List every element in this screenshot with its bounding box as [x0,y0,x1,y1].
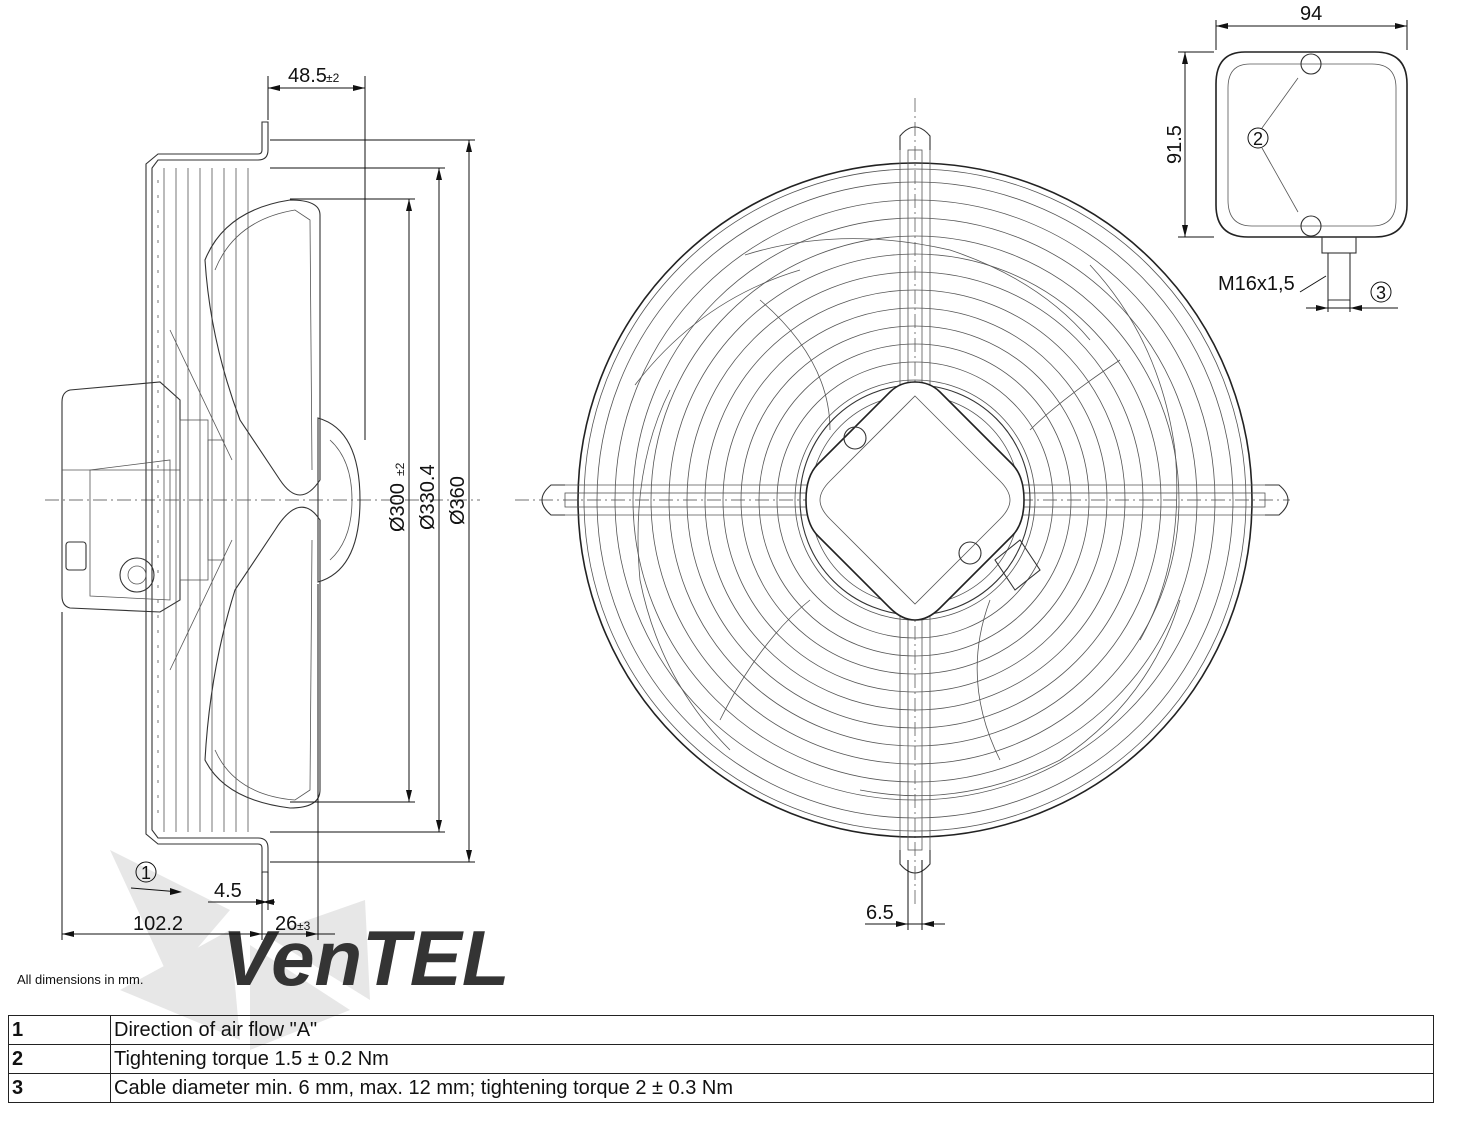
motor-hub [799,381,1041,621]
side-blades [204,199,361,809]
legend-number: 1 [8,1015,111,1045]
legend-row: 1 Direction of air flow "A" [8,1015,1434,1045]
front-terminal-box [805,381,1025,621]
dim-diam-300-tol: ±2 [393,462,407,476]
legend-row: 3 Cable diameter min. 6 mm, max. 12 mm; … [8,1073,1434,1103]
dim-26: 26 [275,913,297,935]
detail-screw-bottom [1300,215,1322,237]
side-view: 48.5 ±2 Ø300 ±2 Ø330.4 Ø360 4.5 102.2 26… [45,65,480,940]
legend-number: 2 [8,1044,111,1074]
side-cable-gland [119,557,155,593]
legend-text: Tightening torque 1.5 ± 0.2 Nm [110,1044,1434,1074]
mounting-lugs [541,126,1289,874]
legend-text: Cable diameter min. 6 mm, max. 12 mm; ti… [110,1073,1434,1103]
watermark-text: VenTEL [222,914,509,1002]
terminal-box-detail [1178,20,1408,312]
front-screw-bottom [958,541,982,565]
dim-diam-300: Ø300 [387,483,409,532]
side-dimensions [61,76,475,940]
callout-2: 2 [1253,129,1263,149]
thread-label: M16x1,5 [1218,273,1295,295]
legend-number: 3 [8,1073,111,1103]
detail-gland-nut [1321,236,1357,254]
side-motor [61,329,233,671]
detail-screw-top [1300,53,1322,75]
front-cable-gland [994,539,1041,591]
dim-diam-330-4: Ø330.4 [417,464,439,530]
side-gland-tab [65,541,87,571]
dim-48-5: 48.5 [288,65,327,87]
legend-table: 1 Direction of air flow "A" 2 Tightening… [8,1015,1434,1103]
callout-3-circle [1370,281,1392,303]
front-dimensions [865,860,945,930]
callout-2-circle [1247,127,1269,149]
side-guard [145,121,269,873]
legend-text: Direction of air flow "A" [110,1015,1434,1045]
dim-diam-360: Ø360 [447,476,469,525]
callout-1: 1 [141,863,151,883]
front-screw-top [843,426,867,450]
dim-48-5-tol: ±2 [326,71,340,85]
callout-3: 3 [1376,283,1386,303]
dim-91-5: 91.5 [1164,125,1186,164]
callout-1-circle [135,861,157,883]
dim-6-5: 6.5 [866,902,894,924]
blade-outlines [634,238,1181,797]
dim-102-2: 102.2 [133,913,183,935]
dim-4-5: 4.5 [214,880,242,902]
dim-26-tol: ±3 [297,919,311,933]
front-view: 6.5 [515,98,1290,930]
guard-rings [577,162,1253,838]
dimensions-note: All dimensions in mm. [17,972,144,987]
detail-box-outline [1215,51,1408,238]
dim-94: 94 [1300,3,1322,25]
ventel-watermark: VenTEL [110,850,509,1050]
legend-row: 2 Tightening torque 1.5 ± 0.2 Nm [8,1044,1434,1074]
